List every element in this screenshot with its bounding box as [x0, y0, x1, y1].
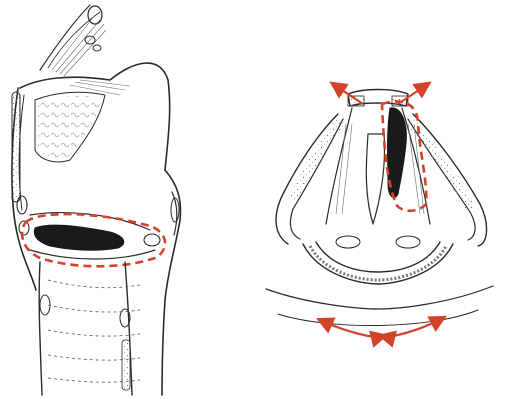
upward-arrow-right	[398, 84, 428, 104]
sagittal-larynx-panel	[0, 0, 230, 399]
cricoid-ring	[303, 236, 453, 284]
posterior-wall	[12, 88, 36, 290]
hyoid-region	[40, 5, 106, 76]
posterior-curve	[266, 286, 493, 326]
lateral-spread-arrows	[320, 318, 443, 337]
thyroid-cartilage	[162, 170, 180, 395]
epiglottis-region	[20, 63, 170, 170]
sagittal-larynx-drawing	[0, 0, 230, 399]
axial-glottis-panel	[248, 74, 507, 364]
tumor-mass	[34, 225, 124, 250]
trachea	[39, 262, 140, 395]
axial-glottis-drawing	[248, 74, 507, 364]
